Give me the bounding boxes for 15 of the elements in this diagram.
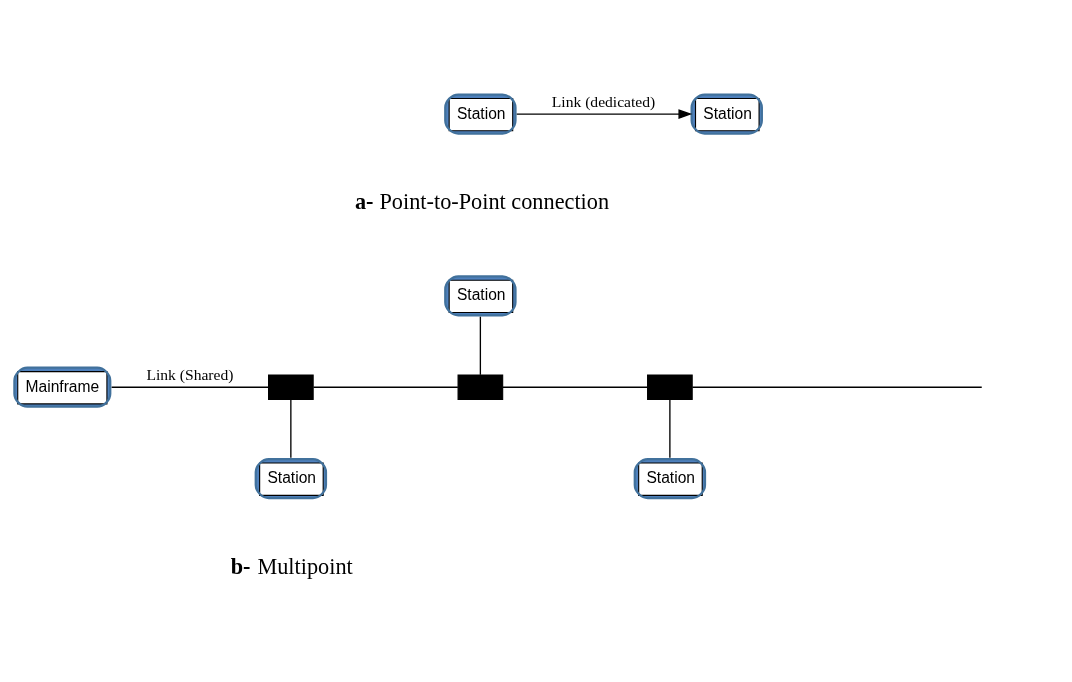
connector — [479, 315, 482, 375]
connector — [669, 398, 671, 458]
label: b- Multipoint — [230, 553, 353, 579]
connector — [290, 398, 292, 458]
connector — [110, 386, 270, 388]
node-box — [647, 373, 693, 400]
connector — [312, 386, 459, 388]
node-box — [268, 373, 314, 400]
edge-label: Link (dedicated) — [551, 92, 656, 109]
edge-label: Link (Shared) — [146, 365, 234, 383]
label: a- Point-to-Point connection — [354, 188, 610, 214]
connector — [691, 386, 983, 388]
node-box — [457, 373, 504, 400]
arrow — [516, 108, 693, 119]
connector — [502, 386, 649, 388]
